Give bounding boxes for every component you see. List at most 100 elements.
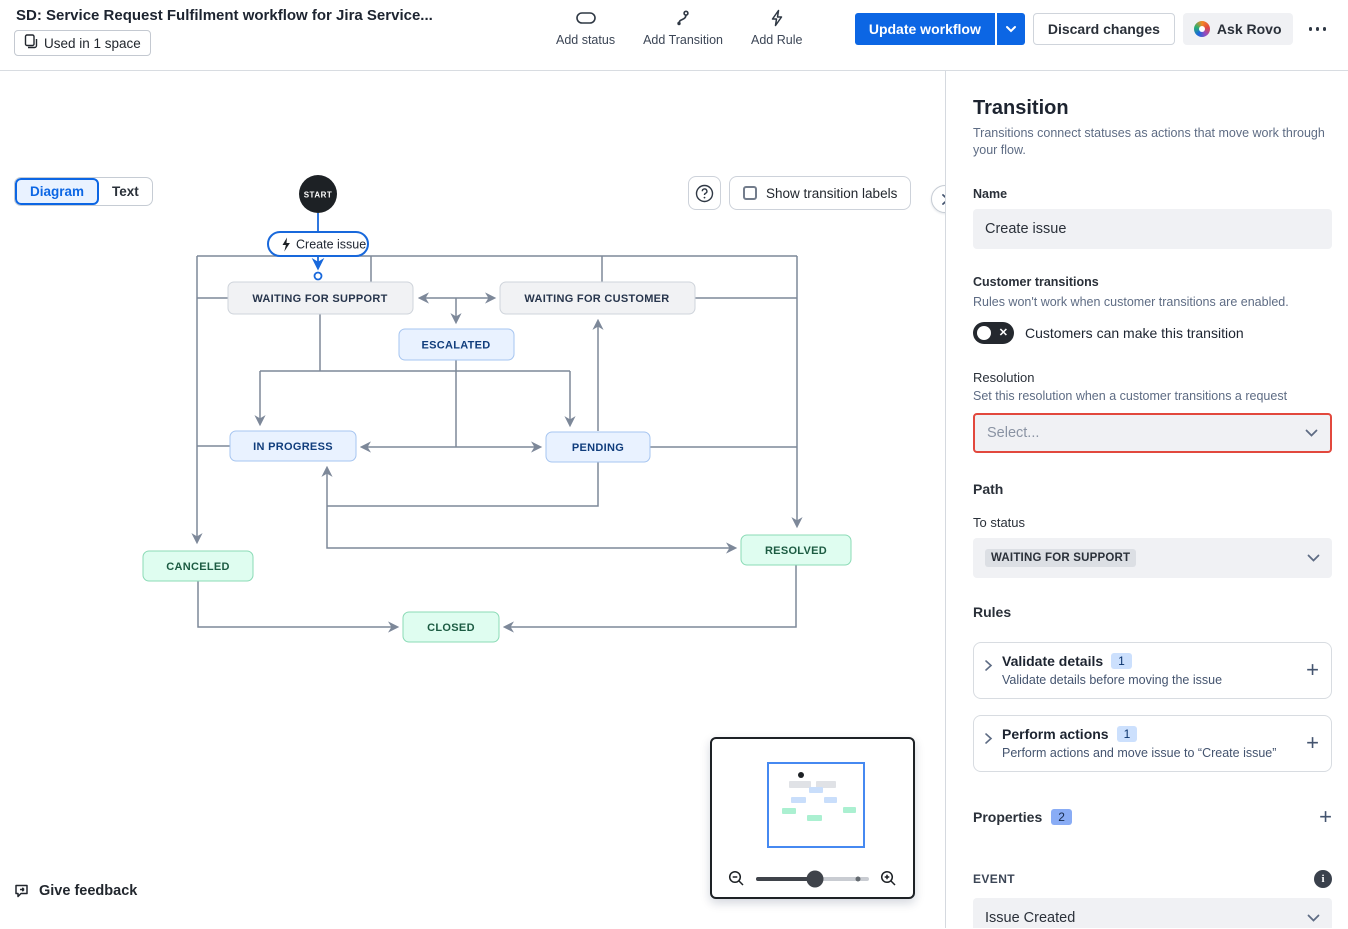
selected-transition-create-issue[interactable] <box>311 213 325 281</box>
more-actions-button[interactable] <box>1301 27 1335 31</box>
minimap-node <box>809 787 823 793</box>
add-rule-button[interactable]: Add Rule <box>751 9 802 47</box>
feedback-icon <box>15 884 28 898</box>
tab-diagram[interactable]: Diagram <box>15 178 100 205</box>
minimap-node <box>791 797 806 803</box>
rule-count-badge: 1 <box>1116 726 1138 742</box>
ask-rovo-label: Ask Rovo <box>1216 21 1282 37</box>
pages-icon <box>24 34 38 52</box>
status-node-in-progress[interactable]: IN PROGRESS <box>229 430 357 462</box>
panel-collapse-button[interactable] <box>931 185 945 213</box>
show-transition-labels-checkbox[interactable] <box>743 186 757 200</box>
resolution-select[interactable]: Select... <box>973 413 1332 453</box>
rule-title: Perform actions <box>1002 726 1109 742</box>
lightning-icon <box>282 237 290 252</box>
event-select[interactable]: Issue Created <box>973 898 1332 928</box>
status-node-waiting-for-support[interactable]: WAITING FOR SUPPORT <box>227 281 414 315</box>
update-workflow-dropdown-button[interactable] <box>996 13 1025 45</box>
discard-changes-button[interactable]: Discard changes <box>1032 13 1175 45</box>
minimap[interactable] <box>710 737 915 899</box>
add-transition-label: Add Transition <box>643 33 723 47</box>
add-rule-label: Add Rule <box>751 33 803 47</box>
zoom-slider-thumb[interactable] <box>806 870 824 887</box>
status-node-canceled[interactable]: CANCELED <box>142 550 254 582</box>
panel-title: Transition <box>973 97 1069 119</box>
toggle-cross-icon: ✕ <box>998 326 1008 339</box>
workflow-title: SD: Service Request Fulfilment workflow … <box>16 7 433 24</box>
zoom-controls <box>712 870 913 887</box>
panel-description: Transitions connect statuses as actions … <box>973 126 1325 157</box>
rule-count-badge: 1 <box>1111 653 1132 669</box>
rule-title: Validate details <box>1002 653 1104 669</box>
minimap-node <box>824 797 837 803</box>
status-node-pending[interactable]: PENDING <box>545 431 651 463</box>
tab-text[interactable]: Text <box>112 184 139 199</box>
zoom-out-icon[interactable] <box>728 870 745 887</box>
properties-label: Properties <box>973 809 1043 825</box>
zoom-slider[interactable] <box>756 870 869 887</box>
minimap-node <box>807 815 822 821</box>
to-status-value-chip: WAITING FOR SUPPORT <box>985 549 1137 567</box>
update-workflow-button[interactable]: Update workflow <box>854 13 995 45</box>
svg-text:WAITING FOR CUSTOMER: WAITING FOR CUSTOMER <box>524 293 669 305</box>
minimap-node <box>789 781 811 788</box>
event-label: EVENT <box>973 872 1016 886</box>
ask-rovo-button[interactable]: Ask Rovo <box>1182 13 1293 45</box>
customer-transitions-note: Rules won't work when customer transitio… <box>973 295 1289 309</box>
customer-transitions-toggle[interactable]: ✕ <box>973 322 1014 344</box>
to-status-select[interactable]: WAITING FOR SUPPORT <box>973 538 1332 578</box>
start-node[interactable]: START <box>299 175 337 213</box>
properties-count-badge: 2 <box>1051 809 1072 825</box>
add-rule-plus-button[interactable]: + <box>1306 657 1319 682</box>
status-icon <box>575 9 596 27</box>
svg-text:CANCELED: CANCELED <box>166 561 230 573</box>
rule-card-validate-details[interactable]: Validate details 1 Validate details befo… <box>973 642 1332 699</box>
add-rule-plus-button[interactable]: + <box>1306 730 1319 755</box>
minimap-node <box>816 781 836 788</box>
chevron-right-icon[interactable] <box>984 732 993 745</box>
status-node-escalated[interactable]: ESCALATED <box>398 328 515 361</box>
workflow-canvas[interactable]: START Create issue WAITING FOR SUPPORT W… <box>0 71 945 928</box>
add-status-label: Add status <box>556 33 616 47</box>
svg-text:START: START <box>304 191 333 200</box>
name-input[interactable]: Create issue <box>973 209 1332 249</box>
rovo-logo-icon <box>1193 21 1210 37</box>
lightning-icon <box>769 9 785 27</box>
chevron-right-icon[interactable] <box>984 659 993 672</box>
give-feedback-button[interactable]: Give feedback <box>14 883 137 899</box>
chevron-down-icon <box>1307 554 1320 562</box>
resolution-note: Set this resolution when a customer tran… <box>973 389 1288 403</box>
add-property-button[interactable]: + <box>1319 804 1332 829</box>
svg-text:ESCALATED: ESCALATED <box>421 340 490 352</box>
help-button[interactable] <box>688 176 721 210</box>
status-node-waiting-for-customer[interactable]: WAITING FOR CUSTOMER <box>499 281 696 315</box>
rule-card-perform-actions[interactable]: Perform actions 1 Perform actions and mo… <box>973 715 1332 772</box>
resolution-label: Resolution <box>973 370 1035 385</box>
svg-text:CLOSED: CLOSED <box>427 622 475 634</box>
info-icon[interactable]: i <box>1314 870 1332 888</box>
minimap-viewport[interactable] <box>767 762 865 848</box>
app-header: SD: Service Request Fulfilment workflow … <box>0 0 1348 71</box>
question-icon <box>695 184 714 202</box>
rule-description: Validate details before moving the issue <box>1002 673 1223 687</box>
zoom-in-icon[interactable] <box>880 870 897 887</box>
toggle-knob <box>977 326 991 340</box>
zoom-slider-marker <box>855 876 861 881</box>
status-node-closed[interactable]: CLOSED <box>402 611 500 643</box>
transition-pill-create-issue[interactable]: Create issue <box>267 231 369 257</box>
add-status-button[interactable]: Add status <box>556 9 615 47</box>
minimap-node <box>782 808 796 814</box>
chevron-right-icon <box>941 193 945 205</box>
used-in-label: Used in 1 space <box>44 35 141 51</box>
minimap-node <box>843 807 856 813</box>
path-label: Path <box>973 481 1004 497</box>
view-mode-toggle: Diagram Text <box>14 177 153 206</box>
status-node-resolved[interactable]: RESOLVED <box>740 534 852 566</box>
chevron-down-icon <box>1307 914 1320 922</box>
name-label: Name <box>973 187 1008 201</box>
add-transition-button[interactable]: Add Transition <box>643 9 723 47</box>
show-transition-labels-control[interactable]: Show transition labels <box>729 176 912 210</box>
minimap-start-dot <box>798 772 804 778</box>
used-in-spaces-chip[interactable]: Used in 1 space <box>14 30 151 56</box>
editor-toolbar: Add status Add Transition Add Rule <box>556 9 802 47</box>
